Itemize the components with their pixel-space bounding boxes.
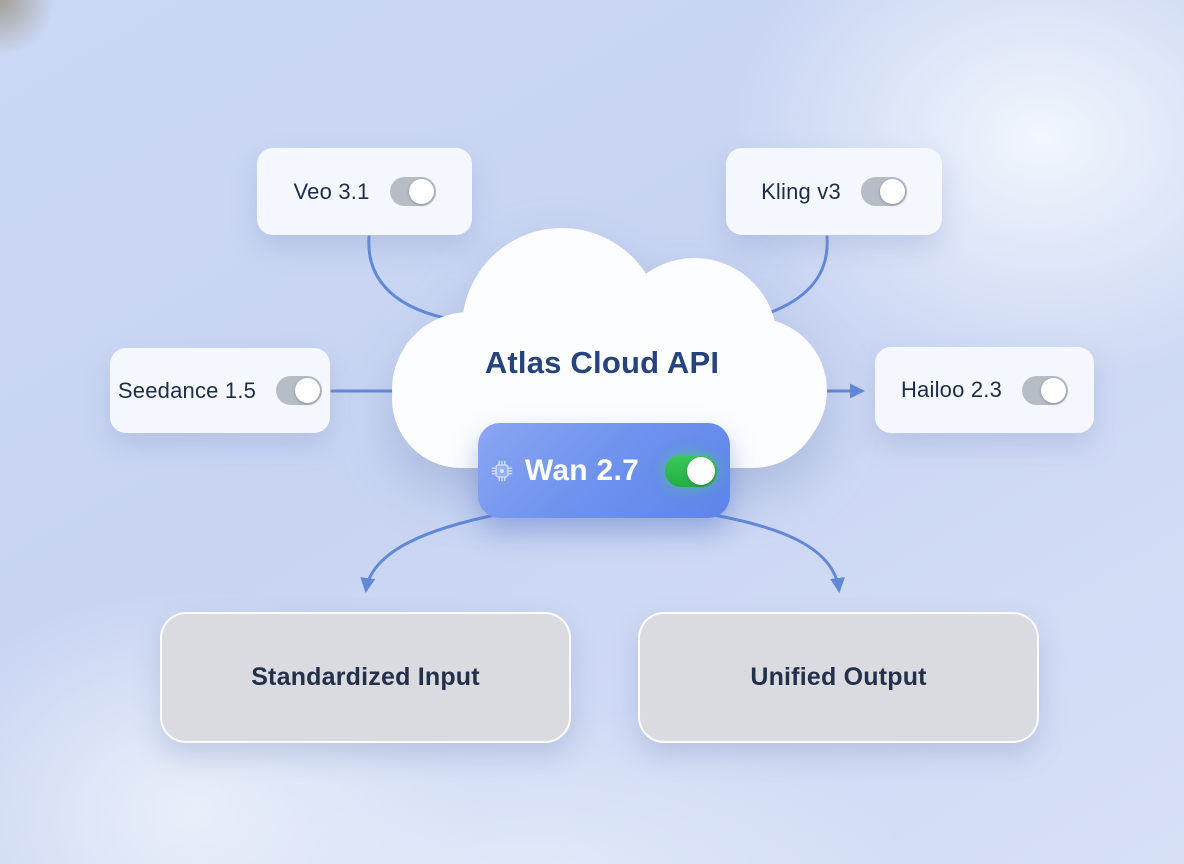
toggle-knob — [408, 179, 434, 204]
model-card-hailoo: Hailoo 2.3 — [875, 347, 1094, 433]
model-label-seedance: Seedance 1.5 — [117, 377, 257, 403]
model-card-seedance: Seedance 1.5 — [110, 348, 330, 433]
model-card-kling: Kling v3 — [726, 148, 942, 235]
standardized-input-label: Standardized Input — [251, 663, 480, 691]
unified-output-box: Unified Output — [638, 612, 1039, 743]
connector-wan-to-output — [706, 512, 845, 593]
toggle-seedance[interactable] — [276, 376, 323, 405]
connector-veo-to-cloud — [367, 235, 457, 322]
model-label-kling: Kling v3 — [761, 178, 841, 204]
toggle-knob — [295, 378, 321, 403]
chip-icon — [491, 460, 513, 481]
model-card-veo: Veo 3.1 — [257, 148, 472, 235]
model-label-hailoo: Hailoo 2.3 — [900, 377, 1003, 402]
toggle-knob — [687, 456, 716, 485]
model-label-veo: Veo 3.1 — [293, 178, 370, 204]
toggle-wan[interactable] — [665, 454, 718, 487]
toggle-kling[interactable] — [860, 177, 907, 206]
unified-output-label: Unified Output — [750, 663, 927, 691]
model-label-wan: Wan 2.7 — [524, 453, 640, 487]
standardized-input-box: Standardized Input — [160, 612, 571, 743]
connector-wan-to-input — [360, 512, 502, 593]
toggle-knob — [879, 179, 905, 204]
toggle-veo[interactable] — [389, 177, 436, 206]
toggle-knob — [1041, 377, 1067, 403]
api-title: Atlas Cloud API — [484, 345, 720, 380]
toggle-hailoo[interactable] — [1022, 375, 1069, 405]
model-card-wan: Wan 2.7 — [478, 423, 730, 518]
